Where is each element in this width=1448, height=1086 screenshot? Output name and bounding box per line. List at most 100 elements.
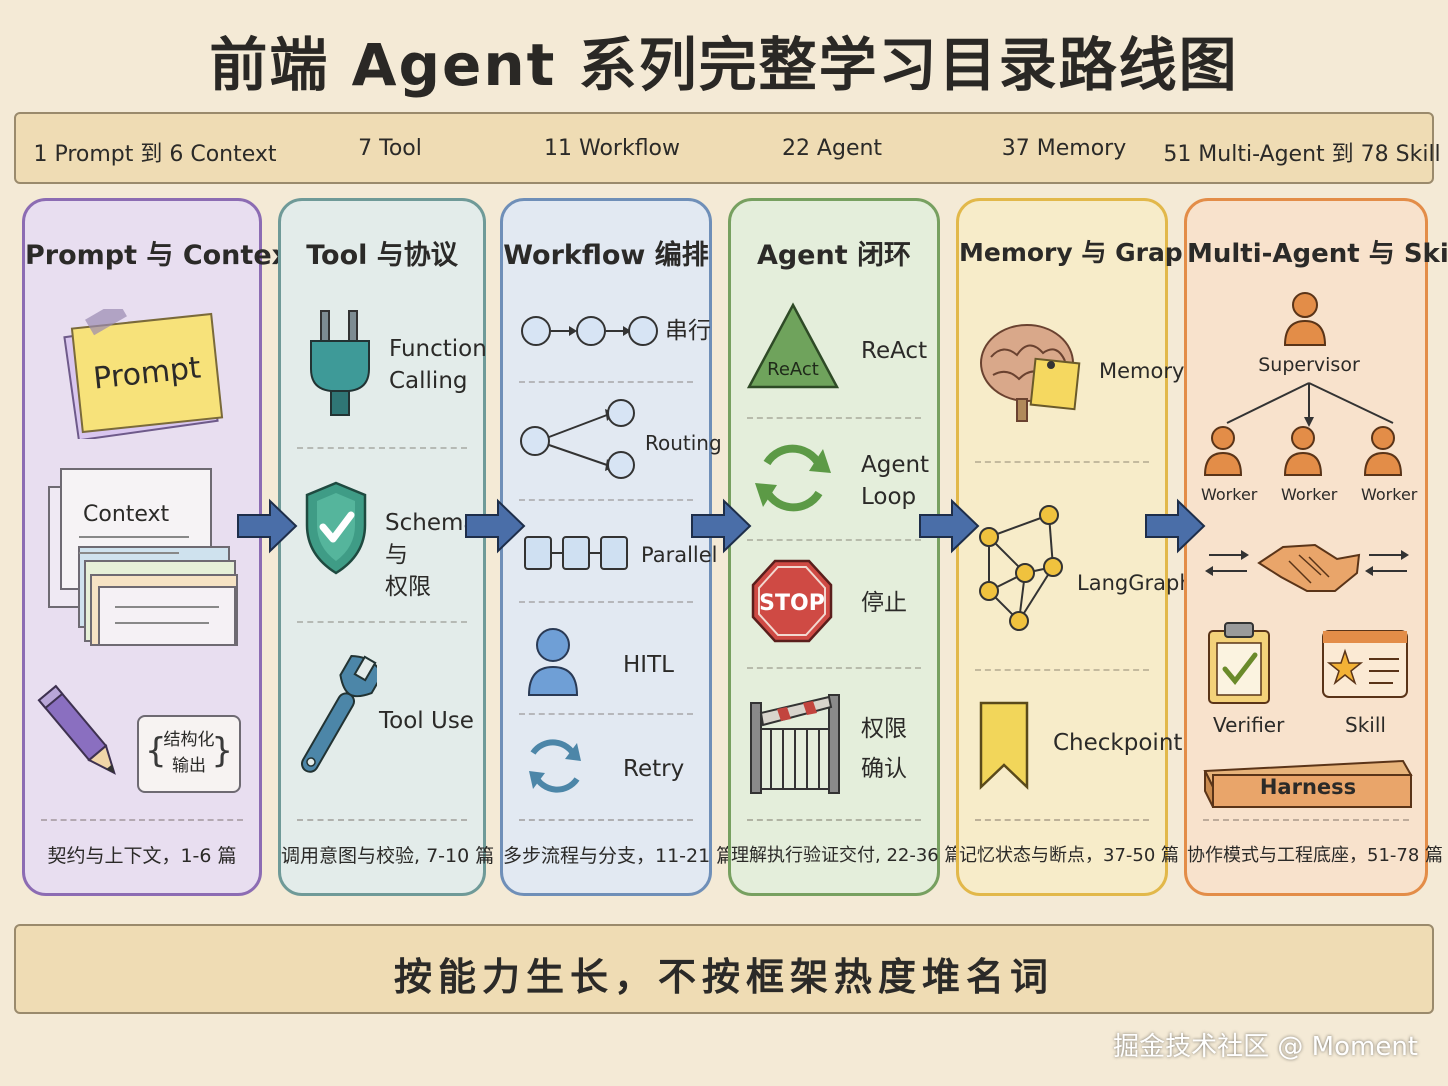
stage-title: Workflow 编排 — [503, 240, 709, 271]
stage-footer: 调用意图与校验, 7-10 篇 — [281, 845, 495, 867]
item-divider — [975, 461, 1149, 463]
item-divider — [519, 713, 693, 715]
structured-output-label: 结构化 输出 — [163, 730, 215, 776]
item-divider — [747, 539, 921, 541]
triangle-text: ReAct — [767, 359, 819, 380]
context-label: Context — [83, 502, 170, 527]
brain-note-icon — [977, 313, 1083, 423]
stage-memory: Memory 与 Graph Memory — [956, 198, 1201, 896]
routing-branch-icon — [519, 397, 639, 483]
worker-label: Worker — [1361, 485, 1418, 504]
skill-card-icon — [1319, 627, 1411, 701]
loop-arrows-icon — [751, 435, 835, 519]
worker-label: Worker — [1201, 485, 1258, 504]
flow-arrow-icon — [464, 497, 526, 555]
flow-arrow-icon — [690, 497, 752, 555]
flow-arrow-icon — [1144, 497, 1206, 555]
item-divider — [297, 447, 467, 449]
worker-label: Worker — [1281, 485, 1338, 504]
worker-person-icon — [1363, 425, 1403, 477]
langgraph-label: LangGraph — [1077, 571, 1193, 595]
checkpoint-label: Checkpoint — [1053, 730, 1183, 756]
stage-multi-agent-skill: Multi-Agent 与 Skill Supervisor — [1184, 198, 1448, 896]
watermark: 掘金技术社区 @ Moment — [1113, 1032, 1418, 1062]
harness-board-icon: Harness — [1201, 757, 1415, 809]
plug-icon — [305, 309, 375, 419]
stage-footer: 协作模式与工程底座，51-78 篇 — [1187, 845, 1444, 866]
motto-banner: 按能力生长，不按框架热度堆名词 — [14, 924, 1434, 1014]
stage-footer: 理解执行验证交付, 22-36 篇 — [731, 845, 963, 866]
retry-cycle-icon — [523, 731, 587, 801]
parallel-boxes-icon — [521, 533, 633, 573]
ribbon-label-5: 37 Memory — [1001, 136, 1127, 161]
routing-label: Routing — [645, 431, 722, 455]
right-brace: } — [211, 731, 233, 771]
agent-loop-label: Agent Loop — [861, 452, 930, 510]
stage-workflow: Workflow 编排 串行 Routing Paralle — [500, 198, 736, 896]
person-icon — [525, 625, 581, 699]
ribbon-label-3: 11 Workflow — [543, 136, 681, 161]
schema-permission-label: Schema 与 权限 — [385, 510, 478, 600]
item-divider — [519, 499, 693, 501]
skill-label: Skill — [1345, 713, 1386, 737]
flow-arrow-icon — [918, 497, 980, 555]
stage-title: Tool 与协议 — [306, 240, 458, 271]
stage-prompt-context: Prompt 与 Context Prompt Context — [22, 198, 302, 896]
footer-divider — [1203, 819, 1409, 821]
memory-label: Memory — [1099, 359, 1185, 383]
retry-label: Retry — [623, 756, 685, 782]
graph-network-icon — [973, 501, 1077, 633]
supervisor-person-icon — [1283, 291, 1327, 347]
item-divider — [975, 669, 1149, 671]
stage-footer: 契约与上下文，1-6 篇 — [47, 845, 237, 867]
item-divider — [747, 667, 921, 669]
handshake-icon — [1203, 533, 1415, 595]
serial-nodes-icon — [519, 313, 659, 349]
stage-footer: 记忆状态与断点，37-50 篇 — [959, 845, 1180, 866]
react-triangle-icon: ReAct — [745, 301, 841, 391]
ribbon-label-6: 51 Multi-Agent 到 78 Skill — [1163, 142, 1441, 167]
shield-check-icon — [303, 479, 369, 577]
supervisor-label: Supervisor — [1258, 354, 1360, 376]
hitl-label: HITL — [623, 652, 674, 678]
bookmark-icon — [977, 699, 1031, 791]
clipboard-check-icon — [1205, 621, 1273, 705]
footer-divider — [297, 819, 467, 821]
sticky-note-icon: Prompt — [57, 300, 227, 442]
stop-text: STOP — [759, 591, 825, 616]
flow-arrow-icon — [236, 497, 298, 555]
item-divider — [519, 381, 693, 383]
ribbon-label-4: 22 Agent — [781, 136, 883, 161]
item-divider — [519, 601, 693, 603]
pencil-icon — [37, 681, 127, 791]
footer-divider — [747, 819, 921, 821]
stage-title: Agent 闭环 — [756, 240, 912, 271]
stacked-documents-icon — [39, 457, 239, 647]
motto-text: 按能力生长，不按框架热度堆名词 — [393, 955, 1054, 999]
page-title: 前端 Agent 系列完整学习目录路线图 — [209, 31, 1239, 99]
tool-use-label: Tool Use — [379, 708, 474, 734]
stage-title: Multi-Agent 与 Skill — [1187, 239, 1448, 269]
stage-title: Prompt 与 Context — [25, 240, 302, 271]
item-divider — [297, 621, 467, 623]
stage-tool: Tool 与协议 Function Calling Schema 与 权限 — [278, 198, 495, 896]
stop-label: 停止 — [861, 590, 907, 616]
timeline-ribbon: 1 Prompt 到 6 Context 7 Tool 11 Workflow … — [14, 112, 1441, 184]
function-calling-label: Function Calling — [389, 336, 487, 394]
stage-title: Memory 与 Graph — [959, 238, 1201, 267]
footer-divider — [41, 819, 243, 821]
stop-sign-icon: STOP — [749, 557, 835, 645]
ribbon-label-2: 7 Tool — [358, 136, 422, 161]
parallel-label: Parallel — [641, 543, 718, 567]
stage-agent: Agent 闭环 ReAct ReAct Agent Loop STOP 停止 — [728, 198, 963, 896]
footer-divider — [975, 819, 1149, 821]
harness-label: Harness — [1259, 775, 1357, 799]
verifier-label: Verifier — [1213, 713, 1285, 737]
stage-footer: 多步流程与分支，11-21 篇 — [503, 845, 736, 867]
item-divider — [747, 417, 921, 419]
footer-divider — [519, 819, 693, 821]
react-label: ReAct — [861, 338, 928, 364]
braces-icon: { } 结构化 输出 — [137, 715, 241, 793]
worker-person-icon — [1283, 425, 1323, 477]
ribbon-label-1: 1 Prompt 到 6 Context — [33, 142, 277, 167]
